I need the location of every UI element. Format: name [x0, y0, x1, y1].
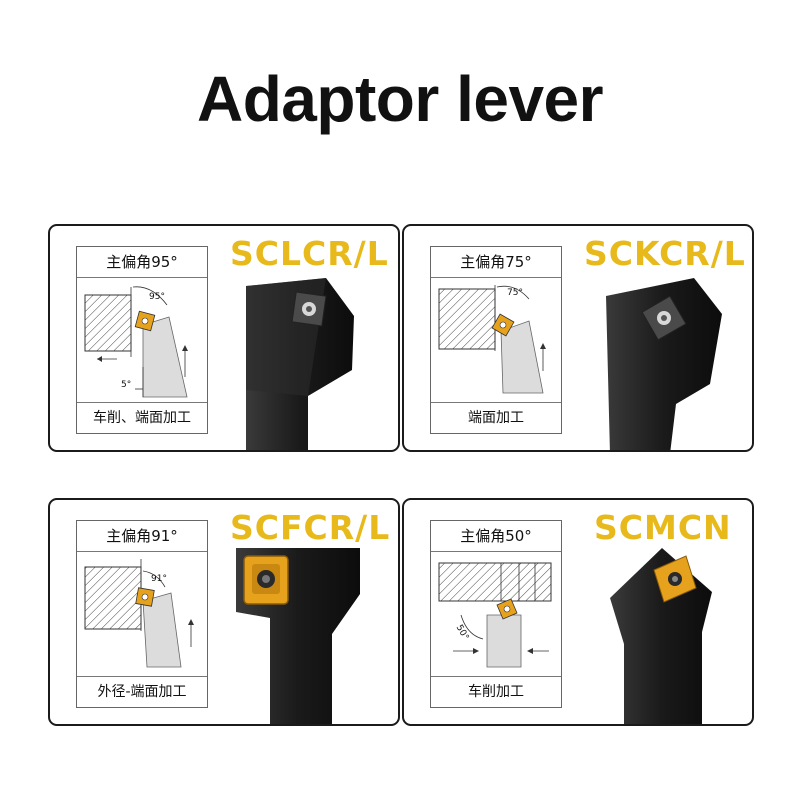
operation-label: 外径-端面加工 [77, 676, 207, 707]
angle-label: 主偏角50° [431, 521, 561, 552]
tool-card-scfcr: 主偏角91° 91° 外径-端面加工 SCFCR/L [48, 498, 400, 726]
angle-mark: 95° [149, 292, 165, 302]
model-name: SCMCN [594, 508, 732, 547]
model-name: SCLCR/L [230, 234, 389, 273]
model-name: SCKCR/L [584, 234, 746, 273]
diagram-panel: 主偏角75° 75° 端面加工 [430, 246, 562, 434]
angle-label: 主偏角95° [77, 247, 207, 278]
operation-label: 车削加工 [431, 676, 561, 707]
angle-mark: 91° [151, 574, 167, 584]
tool-card-sckcr: 主偏角75° 75° 端面加工 SCKCR/L [402, 224, 754, 452]
angle-mark: 50° [454, 623, 471, 642]
diagram-panel: 主偏角50° 50° 车削加工 [430, 520, 562, 708]
angle-label: 主偏角91° [77, 521, 207, 552]
angle-mark: 75° [507, 288, 523, 298]
relief-mark: 5° [121, 380, 131, 390]
cutting-diagram: 75° [438, 285, 546, 394]
diagram-panel: 主偏角95° 95° 5° 车削、端面加工 [76, 246, 208, 434]
cutting-diagram: 95° 5° [84, 286, 188, 398]
tool-card-sclcr: 主偏角95° 95° 5° 车削、端面加工 SCLCR/L [48, 224, 400, 452]
tool-holder-image [610, 548, 712, 724]
cutting-diagram: 50° [438, 562, 552, 668]
angle-label: 主偏角75° [431, 247, 561, 278]
tool-card-scmcn: 主偏角50° 50° 车削加工 SCMCN [402, 498, 754, 726]
operation-label: 端面加工 [431, 402, 561, 433]
tool-holder-image [246, 278, 354, 450]
page-title: Adaptor lever [196, 63, 604, 135]
tool-holder-image [236, 548, 360, 724]
model-name: SCFCR/L [230, 508, 391, 547]
cutting-diagram: 91° [84, 559, 194, 668]
diagram-panel: 主偏角91° 91° 外径-端面加工 [76, 520, 208, 708]
operation-label: 车削、端面加工 [77, 402, 207, 433]
tool-holder-image [606, 278, 722, 450]
